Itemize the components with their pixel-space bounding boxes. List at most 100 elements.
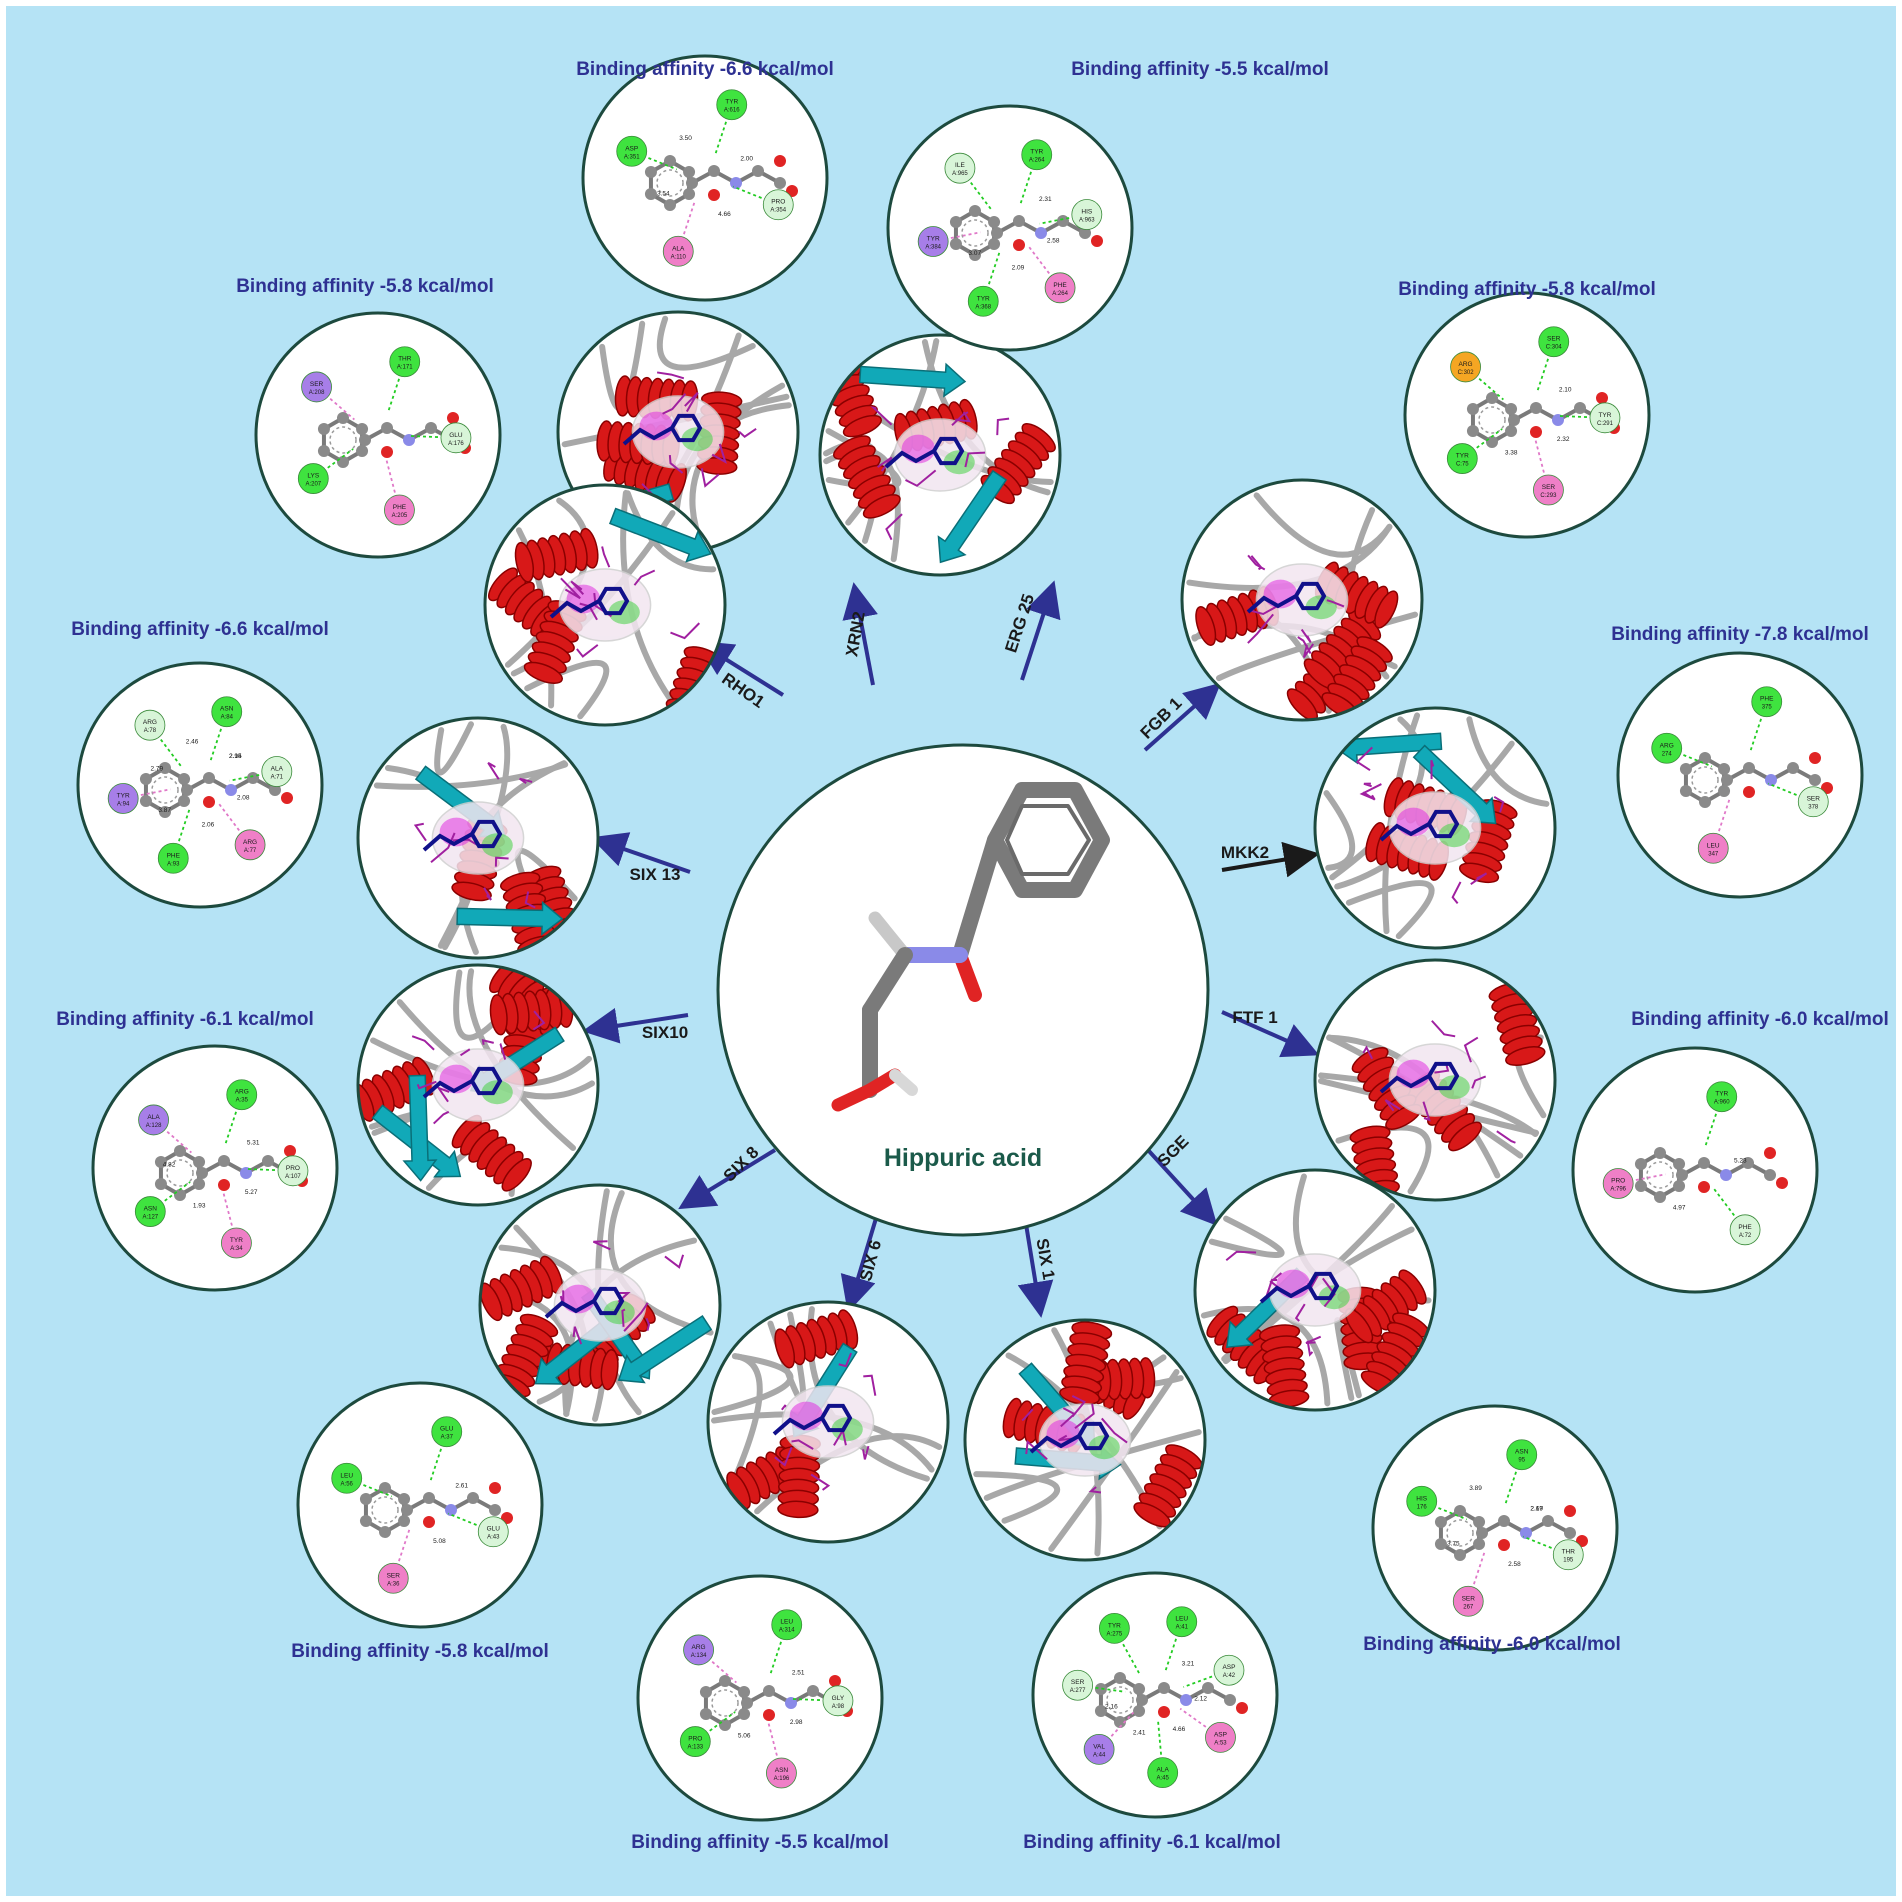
residue-node: [766, 1757, 797, 1789]
residue-node: [134, 1196, 166, 1227]
residue-node: [771, 1609, 803, 1641]
residue-stick: [781, 1404, 787, 1411]
residue-name: LEU: [1175, 1616, 1188, 1623]
residue-id: A:78: [144, 728, 157, 734]
coil-segment: [1323, 790, 1356, 871]
residue-node: [389, 346, 421, 378]
residue-stick: [870, 406, 893, 426]
helix-turn: [1374, 590, 1399, 629]
arrow-six13: SIX 13: [590, 832, 691, 884]
residue-node: [762, 189, 794, 221]
aromatic-indicator: [166, 1159, 194, 1187]
residue-name: GLU: [449, 432, 463, 439]
carbon-atom: [1434, 1538, 1447, 1550]
helix-turn: [358, 1083, 375, 1122]
carbon-atom: [686, 177, 698, 189]
nitrogen-atom: [240, 1167, 252, 1179]
residue-id: A:960: [1714, 1100, 1730, 1106]
protein-cartoon: [973, 1321, 1203, 1557]
residue-stick: [863, 1374, 877, 1396]
residue-id: 347: [1708, 851, 1719, 857]
carbon-atom: [317, 445, 330, 457]
residue-name: TYR: [1456, 453, 1469, 460]
affinity-label-six1: Binding affinity -6.1 kcal/mol: [1023, 1832, 1281, 1853]
beta-sheet: [858, 362, 967, 398]
ligand-chain: [622, 426, 673, 446]
residue-stick: [684, 391, 699, 413]
oxygen-atom: [1743, 786, 1755, 798]
carbon-atom: [1505, 425, 1518, 437]
residue-node: [440, 422, 472, 454]
aromatic-indicator: [656, 169, 684, 197]
carbon-atom: [1654, 1147, 1666, 1159]
residue-name: PRO: [771, 199, 785, 206]
carbon-atom: [1699, 752, 1711, 764]
residue-stick: [1101, 1417, 1128, 1444]
docked-ligand: [1259, 1271, 1340, 1304]
carbon-atom: [467, 1492, 479, 1504]
residue-stick: [572, 1326, 583, 1345]
residue-name: SER: [1542, 484, 1556, 491]
affinity-label-six6: Binding affinity -5.5 kcal/mol: [631, 1832, 889, 1853]
residue-name: ALA: [1157, 1767, 1170, 1774]
carbon-atom: [1699, 796, 1711, 808]
carbon-atom: [196, 1167, 208, 1179]
residue-name: ASN: [144, 1206, 158, 1213]
residue-stick: [1074, 1403, 1095, 1429]
carbon-atom: [738, 1686, 751, 1698]
helix-turn: [1059, 1386, 1101, 1406]
residue-name: ASP: [1222, 1664, 1235, 1671]
residue-node: [1446, 443, 1478, 474]
residue-node: [1147, 1757, 1179, 1789]
residue-node: [967, 285, 999, 317]
coil-segment: [1466, 716, 1550, 807]
residue-stick: [738, 428, 757, 438]
interaction-map-six13: ASNA:84ALAA:71ARGA:77PHEA:93TYRA:94ARGA:…: [76, 661, 324, 909]
helix: [489, 986, 574, 1036]
nitrogen-atom: [445, 1504, 457, 1516]
carbon-atom: [969, 249, 981, 261]
aromatic-indicator: [151, 776, 179, 804]
residue-stick: [1355, 746, 1373, 772]
ligand-chain: [422, 1079, 473, 1099]
residue-stick: [1306, 1340, 1314, 1357]
residue-stick: [905, 469, 937, 487]
helix-turn: [451, 881, 492, 902]
oxygen-atom: [1530, 426, 1542, 438]
carbon-atom: [398, 1493, 411, 1505]
pose-circle-border: [963, 1318, 1207, 1562]
carbon-atom: [1505, 403, 1518, 415]
residue-stick: [1493, 795, 1505, 813]
residue-name: ASN: [220, 706, 234, 713]
pose-circle-border: [356, 963, 600, 1207]
nitrogen-atom: [1520, 1527, 1532, 1539]
protein-cartoon: [488, 489, 724, 725]
distance-label: 2.00: [740, 155, 753, 162]
affinity-label-fgb1: Binding affinity -5.8 kcal/mol: [1398, 279, 1656, 300]
residue-name: SER: [310, 381, 324, 388]
carbon-atom: [381, 422, 393, 434]
carbon-atom: [1634, 1180, 1647, 1192]
carbon-atom: [763, 1685, 775, 1697]
pose-circle-border: [818, 333, 1062, 577]
coil-segment: [973, 1471, 1061, 1524]
carbon-atom: [193, 1178, 206, 1190]
residue-stick: [524, 891, 536, 909]
protein-label-mkk2: MKK2: [1221, 843, 1269, 862]
residue-id: A:275: [1107, 1631, 1123, 1637]
aromatic-indicator: [1478, 406, 1506, 434]
carbon-atom: [379, 1526, 391, 1538]
pose-circle-border: [1313, 706, 1557, 950]
arrow-line: [1221, 1010, 1320, 1058]
residue-id: 195: [1563, 1558, 1574, 1564]
residue-stick: [1250, 555, 1263, 571]
residue-id: A:171: [397, 365, 413, 371]
residue-node: [616, 135, 648, 167]
carbon-atom: [178, 795, 191, 807]
oxygen-atom: [1013, 239, 1025, 251]
residue-id: 378: [1808, 805, 1819, 811]
helix: [777, 1434, 821, 1519]
nitrogen-atom: [1765, 774, 1777, 786]
